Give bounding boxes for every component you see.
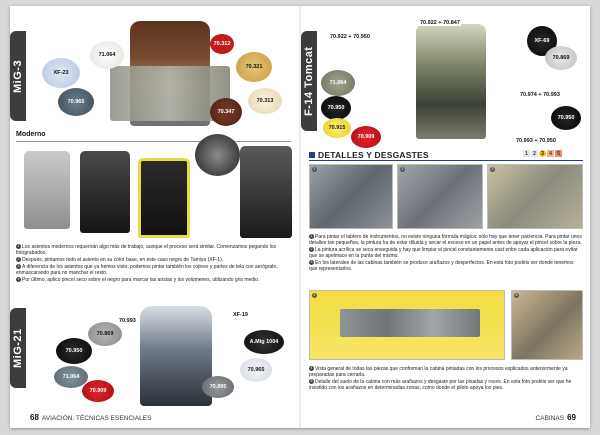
- mig21-chip-6: 70.909: [82, 380, 114, 402]
- f14-label-4: 70.993 + 70.950: [515, 138, 557, 144]
- modern-seat-4: [240, 146, 292, 238]
- f14-chip-6: 70.915: [323, 118, 351, 138]
- modern-seat-3: [138, 158, 190, 238]
- left-footer-section: AVIACIÓN. TÉCNICAS ESENCIALES: [41, 415, 152, 422]
- modern-seat-1: [24, 151, 70, 229]
- f14-tab-label: F-14 Tomcat: [303, 46, 315, 116]
- photo-3: 3: [487, 164, 583, 229]
- mig3-chip-7: 70.347: [210, 98, 242, 126]
- detalles-rule: [309, 160, 583, 161]
- magazine-spread: MiG-3 70.312 71.064 XF-23 70.321 70.965 …: [10, 6, 590, 428]
- mig3-tab: MiG-3: [10, 31, 26, 121]
- moderno-heading: Moderno: [16, 131, 46, 138]
- photo-4: 4: [309, 290, 505, 360]
- mig3-chip-4: 70.321: [236, 52, 272, 82]
- f14-seat-illustration: [416, 24, 486, 139]
- mig3-tab-label: MiG-3: [12, 59, 24, 93]
- f14-label-3: 70.974 + 70.993: [519, 92, 561, 98]
- f14-label-1: 70.922 + 70.847: [419, 20, 461, 26]
- modern-seat-2: [80, 151, 130, 233]
- mig3-chip-5: 70.965: [58, 88, 94, 116]
- mig21-label-2: XF-19: [232, 312, 249, 318]
- gutter: [299, 6, 301, 428]
- mig21-tab: MiG-21: [10, 308, 26, 388]
- mig21-chip-7: 70.995: [202, 376, 234, 398]
- mig21-chip-2: 70.950: [56, 338, 92, 364]
- mig3-chip-2: 71.064: [90, 41, 124, 69]
- difficulty-1: 1: [523, 150, 530, 157]
- modern-seat-detail: [195, 134, 240, 176]
- f14-chip-7: 70.909: [351, 126, 381, 148]
- section-square-icon: [309, 152, 315, 158]
- mig21-label-1: 70.993: [118, 318, 137, 324]
- mig21-seat-illustration: [140, 306, 212, 406]
- left-footer: 68 AVIACIÓN. TÉCNICAS ESENCIALES: [30, 413, 151, 422]
- difficulty-scale: 1 2 3 4 5: [523, 150, 562, 157]
- photo-5: 5: [511, 290, 583, 360]
- f14-chip-3: 71.064: [321, 70, 355, 96]
- moderno-rule: [16, 141, 291, 142]
- difficulty-4: 4: [547, 150, 554, 157]
- right-page: F-14 Tomcat 70.922 + 70.847 70.922 + 70.…: [301, 6, 590, 428]
- photo-4-parts: [340, 309, 480, 337]
- mig3-chip-6: 70.313: [248, 88, 282, 114]
- left-page-number: 68: [30, 413, 39, 422]
- right-footer: CABINAS 69: [536, 413, 576, 422]
- detalles-title: DETALLES Y DESGASTES: [309, 150, 429, 160]
- right-page-number: 69: [567, 413, 576, 422]
- f14-label-2: 70.922 + 70.950: [329, 34, 371, 40]
- difficulty-2: 2: [531, 150, 538, 157]
- mig3-chip-3: XF-23: [42, 58, 80, 88]
- photo-2: 2: [397, 164, 483, 229]
- f14-chip-4: 70.950: [321, 96, 351, 120]
- mig21-chip-4: 70.965: [240, 358, 272, 382]
- mig3-chip-1: 70.312: [210, 34, 234, 54]
- difficulty-5: 5: [555, 150, 562, 157]
- f14-chip-5: 70.950: [551, 106, 581, 130]
- mig21-chip-3: A.Mig 1004: [244, 330, 284, 354]
- right-footer-section: CABINAS: [535, 415, 565, 422]
- difficulty-3: 3: [539, 150, 546, 157]
- mig21-tab-label: MiG-21: [12, 328, 24, 368]
- mig21-chip-1: 70.869: [88, 322, 122, 346]
- f14-tab: F-14 Tomcat: [301, 31, 317, 131]
- mig21-chip-5: 71.064: [54, 366, 88, 388]
- photo-1: 1: [309, 164, 393, 229]
- f14-chip-2: 70.869: [545, 46, 577, 70]
- left-page: MiG-3 70.312 71.064 XF-23 70.321 70.965 …: [10, 6, 299, 428]
